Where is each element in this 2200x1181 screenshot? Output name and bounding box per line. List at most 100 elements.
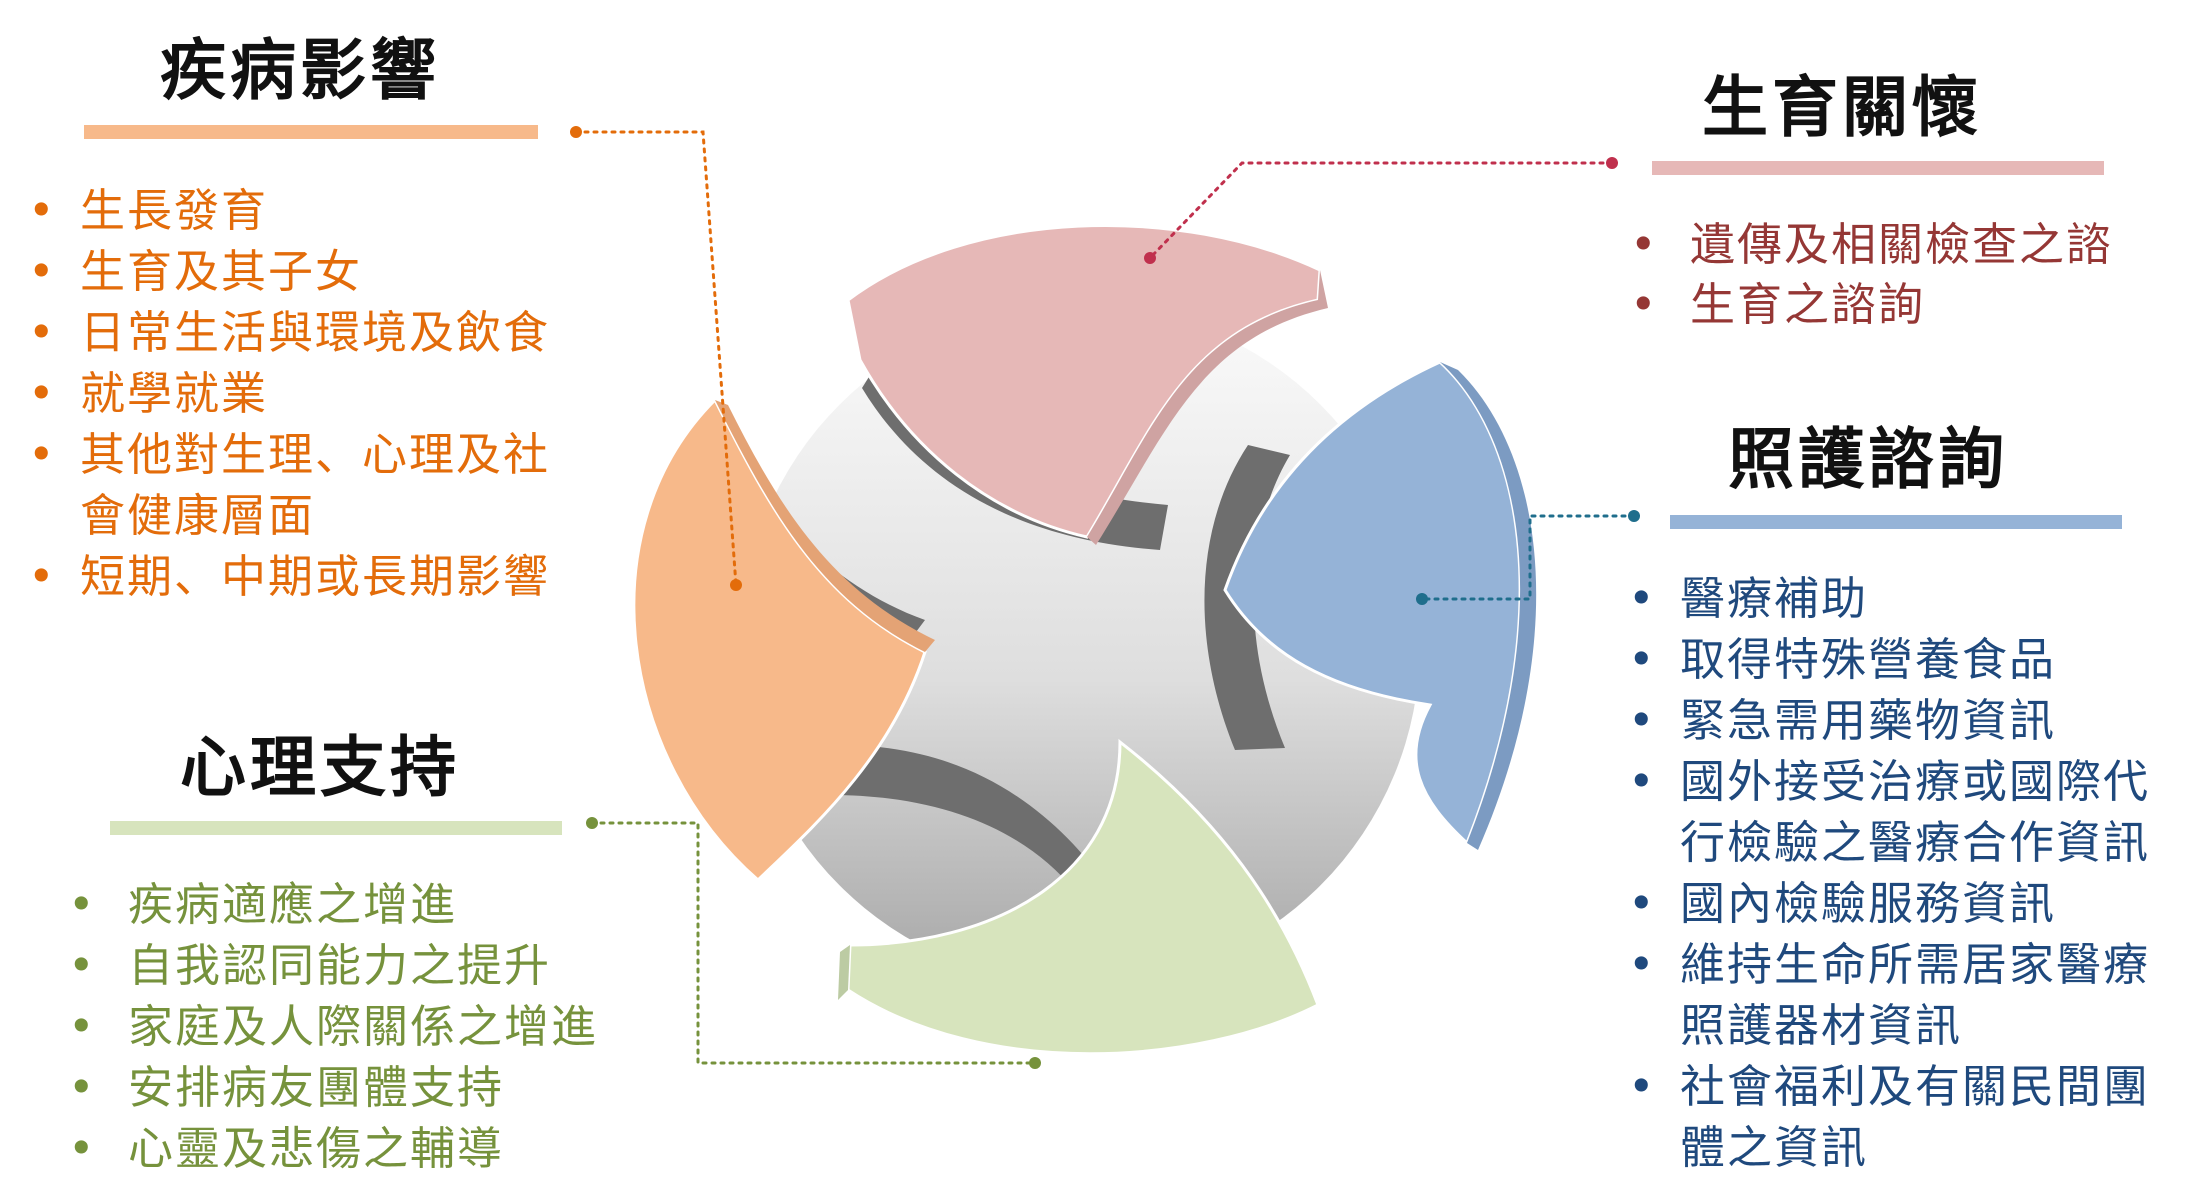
- list-item: • 取得特殊營養食品: [1628, 629, 2150, 690]
- panel-title-fertility: 生育關懷: [1702, 69, 1982, 146]
- bullet-icon: •: [68, 1000, 97, 1053]
- list-item-label: 就學就業: [80, 367, 269, 420]
- connector-fertility: [1148, 161, 1614, 260]
- title-bar-disease: [84, 125, 538, 139]
- connector-care-start-dot: [1628, 510, 1640, 522]
- bullet-icon: •: [68, 1061, 97, 1114]
- title-bar-care: [1670, 515, 2122, 529]
- connector-fertility-end-dot: [1144, 252, 1156, 264]
- list-item-label: 生育之諮詢: [1690, 278, 1926, 331]
- bullet-icon: •: [1628, 1060, 1657, 1113]
- list-item: • 家庭及人際關係之增進: [68, 996, 598, 1057]
- list-item-continuation: 體之資訊: [1628, 1117, 2150, 1178]
- list-item-label: 日常生活與環境及飲食: [80, 306, 551, 359]
- bullet-icon: •: [28, 184, 57, 237]
- bullet-icon: •: [1628, 572, 1657, 625]
- list-item-label: 國外接受治療或國際代: [1680, 755, 2151, 808]
- panel-title-disease: 疾病影響: [160, 32, 440, 109]
- list-item-label: 家庭及人際關係之增進: [128, 1000, 599, 1053]
- list-item-label: 行檢驗之醫療合作資訊: [1680, 816, 2151, 869]
- petal-psych: [846, 738, 1320, 1056]
- bullet-icon: •: [1628, 938, 1657, 991]
- list-item: • 心靈及悲傷之輔導: [68, 1118, 598, 1179]
- connector-disease-start-dot: [570, 126, 582, 138]
- list-item-label: 社會福利及有關民間團: [1680, 1060, 2151, 1113]
- connector-disease-end-dot: [730, 579, 742, 591]
- connector-psych-end-dot: [1029, 1057, 1041, 1069]
- list-item: • 緊急需用藥物資訊: [1628, 690, 2150, 751]
- list-item-label: 生育及其子女: [80, 245, 363, 298]
- list-item-label: 心靈及悲傷之輔導: [128, 1122, 505, 1175]
- connector-care-end-dot: [1416, 593, 1428, 605]
- list-item: • 疾病適應之增進: [68, 874, 598, 935]
- list-item-label: 短期、中期或長期影響: [80, 550, 551, 603]
- list-item: • 社會福利及有關民間團: [1628, 1056, 2150, 1117]
- list-item: • 就學就業: [28, 363, 550, 424]
- bullet-icon: •: [28, 306, 57, 359]
- list-item-label: 維持生命所需居家醫療: [1680, 938, 2151, 991]
- list-item-label: 疾病適應之增進: [128, 878, 458, 931]
- petal-fertility-edge: [1087, 270, 1328, 545]
- petal-care: [1223, 360, 1522, 846]
- list-item-label: 安排病友團體支持: [128, 1061, 505, 1114]
- list-item: • 自我認同能力之提升: [68, 935, 598, 996]
- list-item-label: 緊急需用藥物資訊: [1680, 694, 2057, 747]
- list-item-label: 醫療補助: [1680, 572, 1869, 625]
- bullet-icon: •: [68, 1122, 97, 1175]
- petal-psych-edge: [838, 945, 850, 1000]
- item-list-fertility: • 遺傳及相關檢查之諮 • 生育之諮詢: [1630, 215, 2113, 335]
- bullet-icon: •: [1630, 278, 1659, 331]
- bullet-icon: •: [28, 550, 57, 603]
- bullet-icon: •: [1628, 755, 1657, 808]
- shadow-band-bottom: [830, 745, 1130, 930]
- bullet-icon: •: [1630, 218, 1659, 271]
- title-bar-fertility: [1652, 161, 2104, 175]
- list-item-label: 自我認同能力之提升: [128, 939, 552, 992]
- petal-disease-edge: [715, 400, 935, 652]
- list-item: • 日常生活與環境及飲食: [28, 302, 550, 363]
- list-item-label: 遺傳及相關檢查之諮: [1690, 218, 2114, 271]
- list-item: • 生長發育: [28, 180, 550, 241]
- list-item-continuation: 會健康層面: [28, 485, 550, 546]
- title-bar-psych: [110, 821, 562, 835]
- item-list-psych: • 疾病適應之增進 • 自我認同能力之提升 • 家庭及人際關係之增進 • 安排病友團體支…: [68, 874, 598, 1179]
- connector-psych: [590, 821, 1037, 1065]
- petal-care-edge: [1440, 362, 1537, 850]
- list-item: • 醫療補助: [1628, 568, 2150, 629]
- list-item-label: 照護器材資訊: [1680, 999, 1963, 1052]
- list-item-continuation: 行檢驗之醫療合作資訊: [1628, 812, 2150, 873]
- list-item: • 遺傳及相關檢查之諮: [1630, 215, 2113, 275]
- list-item: • 維持生命所需居家醫療: [1628, 934, 2150, 995]
- bullet-icon: •: [1628, 633, 1657, 686]
- bullet-icon: •: [1628, 694, 1657, 747]
- list-item-label: 國內檢驗服務資訊: [1680, 877, 2057, 930]
- panel-title-psych: 心理支持: [180, 729, 460, 806]
- panel-title-care: 照護諮詢: [1728, 421, 2008, 498]
- list-item-label: 其他對生理、心理及社: [80, 428, 551, 481]
- bullet-icon: •: [68, 878, 97, 931]
- bullet-icon: •: [28, 245, 57, 298]
- list-item: • 其他對生理、心理及社: [28, 424, 550, 485]
- bullet-icon: •: [28, 367, 57, 420]
- connector-psych-start-dot: [586, 817, 598, 829]
- connector-disease: [574, 130, 738, 587]
- list-item: • 生育之諮詢: [1630, 275, 2113, 335]
- list-item-label: 生長發育: [80, 184, 269, 237]
- list-item: • 安排病友團體支持: [68, 1057, 598, 1118]
- item-list-disease: • 生長發育 • 生育及其子女 • 日常生活與環境及飲食 • 就學就業 • 其他對生理、心…: [28, 180, 550, 607]
- list-item: • 生育及其子女: [28, 241, 550, 302]
- list-item: • 短期、中期或長期影響: [28, 546, 550, 607]
- bullet-icon: •: [28, 428, 57, 481]
- list-item-continuation: 照護器材資訊: [1628, 995, 2150, 1056]
- list-item-label: 取得特殊營養食品: [1680, 633, 2057, 686]
- list-item: • 國內檢驗服務資訊: [1628, 873, 2150, 934]
- bullet-icon: •: [68, 939, 97, 992]
- list-item-label: 體之資訊: [1680, 1121, 1869, 1174]
- item-list-care: • 醫療補助 • 取得特殊營養食品 • 緊急需用藥物資訊 • 國外接受治療或國際代 行檢…: [1628, 568, 2150, 1178]
- bullet-icon: •: [1628, 877, 1657, 930]
- list-item: • 國外接受治療或國際代: [1628, 751, 2150, 812]
- list-item-label: 會健康層面: [80, 489, 316, 542]
- connector-care: [1420, 514, 1636, 601]
- connector-fertility-start-dot: [1606, 157, 1618, 169]
